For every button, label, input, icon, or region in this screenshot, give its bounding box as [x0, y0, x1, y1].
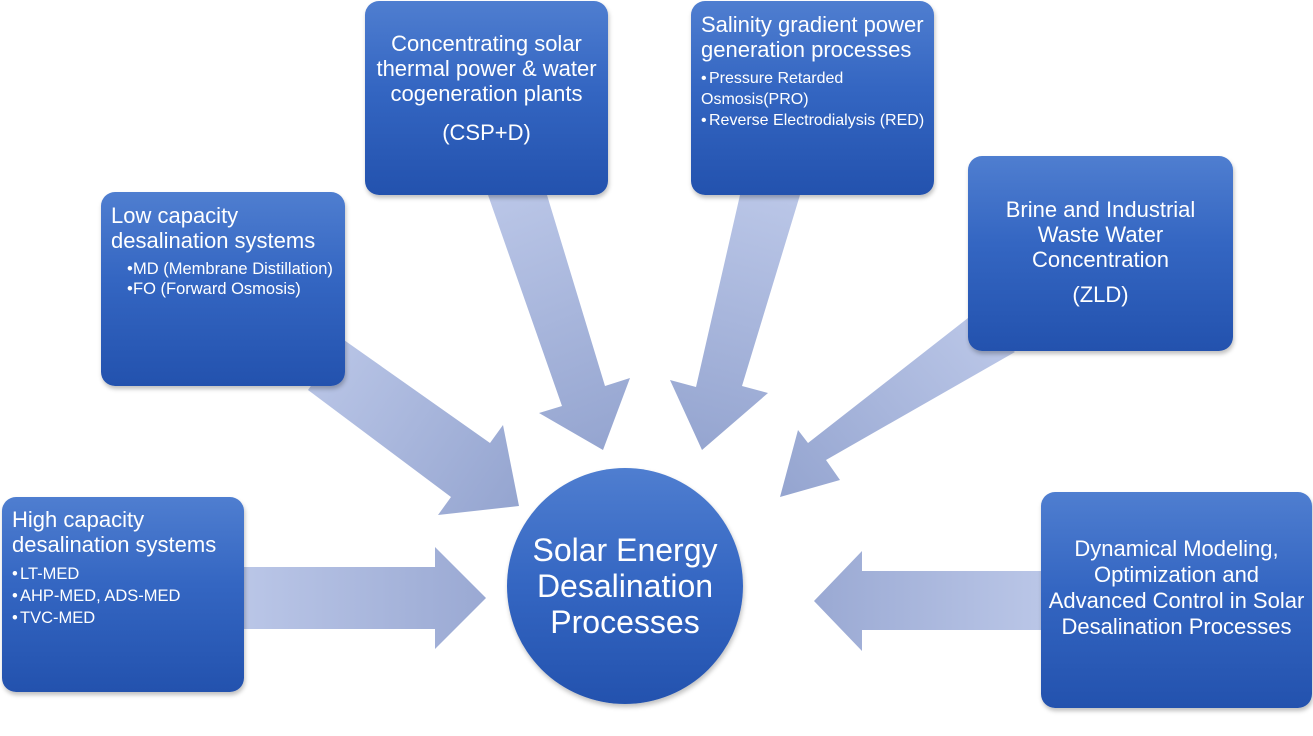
- box-high-capacity-list: •LT-MED •AHP-MED, ADS-MED •TVC-MED: [12, 563, 236, 629]
- arrow-salinity: [670, 195, 800, 450]
- box-dynamical-modeling: Dynamical Modeling, Optimization and Adv…: [1041, 492, 1312, 708]
- box-low-capacity: Low capacity desalination systems •MD (M…: [101, 192, 345, 386]
- list-item: •FO (Forward Osmosis): [127, 280, 301, 298]
- list-item: •Reverse Electrodialysis (RED): [701, 112, 925, 129]
- center-label: Solar Energy Desalination Processes: [532, 532, 718, 640]
- center-circle: Solar Energy Desalination Processes: [507, 468, 743, 704]
- box-high-capacity: High capacity desalination systems •LT-M…: [2, 497, 244, 692]
- box-brine-concentration-title: Brine and Industrial Waste Water Concent…: [1005, 197, 1196, 272]
- box-csp-subtitle: (CSP+D): [442, 120, 531, 145]
- box-salinity-gradient: Salinity gradient power generation proce…: [691, 1, 934, 195]
- arrow-high-capacity: [244, 547, 486, 649]
- box-brine-concentration-subtitle: (ZLD): [1072, 282, 1129, 307]
- box-salinity-gradient-title: Salinity gradient power generation proce…: [701, 12, 924, 62]
- list-item: •Pressure Retarded Osmosis(PRO): [701, 70, 844, 108]
- arrow-brine: [780, 318, 1015, 497]
- list-item: •AHP-MED, ADS-MED: [12, 587, 181, 605]
- arrow-low-capacity: [308, 340, 519, 515]
- box-dynamical-modeling-title: Dynamical Modeling, Optimization and Adv…: [1048, 536, 1305, 639]
- list-item: •MD (Membrane Distillation): [127, 260, 333, 278]
- list-item: •TVC-MED: [12, 609, 96, 627]
- box-brine-concentration: Brine and Industrial Waste Water Concent…: [968, 156, 1233, 351]
- arrow-csp: [488, 195, 630, 450]
- box-low-capacity-list: •MD (Membrane Distillation) •FO (Forward…: [111, 259, 337, 299]
- box-csp: Concentrating solar thermal power & wate…: [365, 1, 608, 195]
- arrow-dynamical: [814, 551, 1041, 651]
- box-high-capacity-title: High capacity desalination systems: [12, 507, 217, 557]
- list-item: •LT-MED: [12, 565, 80, 583]
- box-salinity-gradient-list: •Pressure Retarded Osmosis(PRO) •Reverse…: [701, 68, 928, 131]
- box-csp-title: Concentrating solar thermal power & wate…: [376, 31, 597, 106]
- box-low-capacity-title: Low capacity desalination systems: [111, 203, 316, 253]
